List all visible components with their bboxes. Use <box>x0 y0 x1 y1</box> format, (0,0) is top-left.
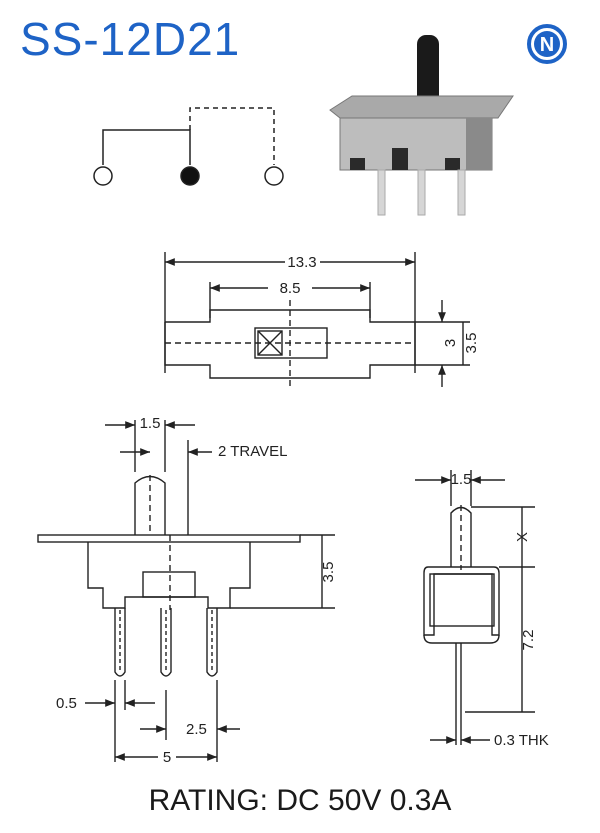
dim-pin-span: 5 <box>163 749 171 766</box>
switch-product-image <box>329 35 514 216</box>
top-view <box>164 252 470 390</box>
dim-front-body-height: 3.5 <box>320 562 337 583</box>
product-title: SS-12D21 <box>20 13 241 65</box>
dim-side-body-height: 7.2 <box>520 630 537 651</box>
brand-logo-icon: N <box>527 24 567 64</box>
dim-top-height: 3.5 <box>463 333 480 354</box>
rating-text: RATING: DC 50V 0.3A <box>148 784 452 817</box>
switch-schematic <box>93 107 284 186</box>
front-view <box>37 420 335 762</box>
dim-front-actuator-width: 1.5 <box>140 415 161 432</box>
dim-actuator-height: X <box>514 532 531 542</box>
dim-travel: 2 TRAVEL <box>218 443 287 460</box>
dim-pin-pitch: 2.5 <box>186 721 207 738</box>
dim-pin-width: 0.5 <box>56 695 77 712</box>
dim-housing-length: 8.5 <box>280 280 301 297</box>
dim-side-actuator-width: 1.5 <box>451 471 472 488</box>
dim-pin-thickness: 0.3 THK <box>494 732 549 749</box>
dim-slot-width: 3 <box>442 339 459 347</box>
logo-letter: N <box>540 34 554 56</box>
side-view <box>415 470 535 745</box>
dim-overall-length: 13.3 <box>287 254 316 271</box>
